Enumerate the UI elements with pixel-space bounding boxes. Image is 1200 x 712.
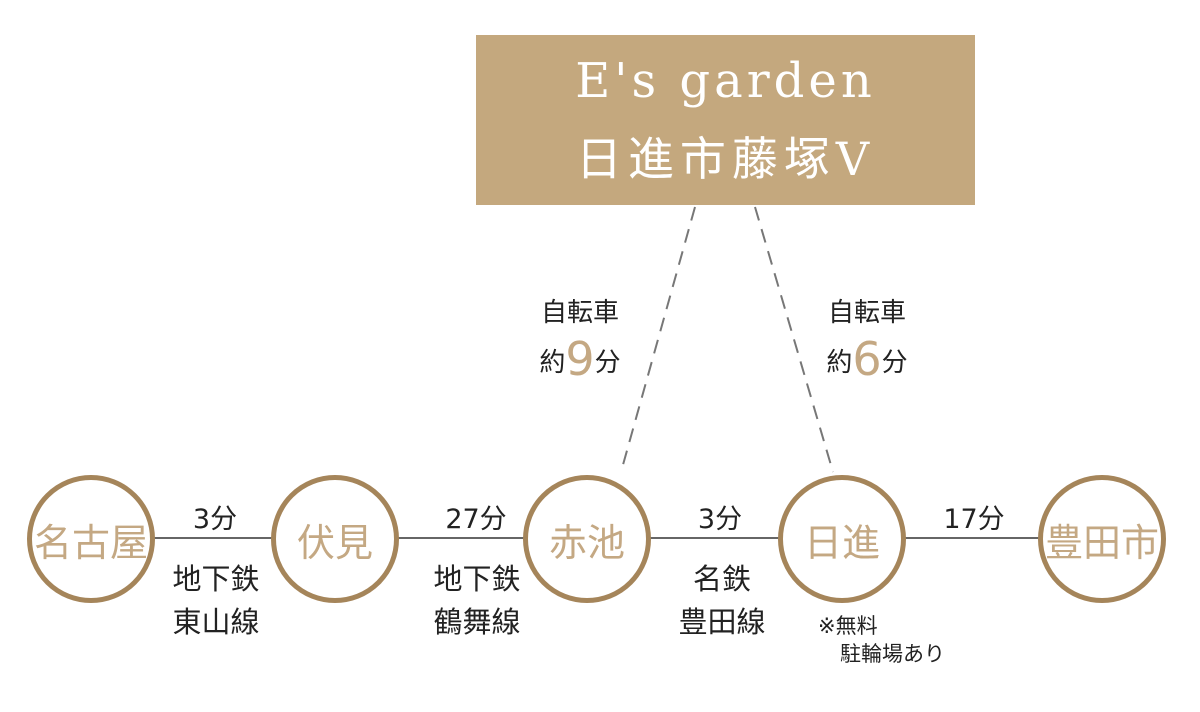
station-nisshin: 日進 — [778, 475, 906, 603]
title-japanese: 日進市藤塚V — [575, 132, 876, 186]
segment-time-1: 3分 — [192, 504, 238, 535]
title-english: E's garden — [575, 53, 876, 109]
segment-time-2: 27分 — [445, 504, 507, 535]
property-title-box: E's garden 日進市藤塚V — [476, 35, 975, 205]
note-line-1: ※無料 — [818, 614, 878, 638]
bike-mode-1: 自転車 — [540, 298, 619, 328]
line-3-row1: 名鉄 — [692, 562, 751, 596]
bike-mode-2: 自転車 — [827, 298, 906, 328]
line-3-row2: 豊田線 — [678, 605, 766, 639]
bike-route-nisshin — [754, 206, 834, 473]
line-1-row2: 東山線 — [172, 605, 260, 639]
bike-minutes-1: 9 — [565, 332, 595, 386]
segment-line-3: 名鉄 豊田線 — [652, 558, 792, 644]
segment-line-1: 地下鉄 東山線 — [146, 558, 286, 644]
bike-suffix-2: 分 — [881, 348, 908, 378]
line-1-row1: 地下鉄 — [172, 562, 260, 596]
bike-prefix-1: 約 — [539, 348, 566, 378]
station-akaike: 赤池 — [523, 475, 651, 603]
line-2-row2: 鶴舞線 — [433, 605, 521, 639]
parking-note: ※無料 駐輪場あり — [818, 612, 945, 668]
station-nagoya: 名古屋 — [27, 475, 155, 603]
segment-time-4: 17分 — [943, 504, 1005, 535]
station-fushimi: 伏見 — [271, 475, 399, 603]
bike-minutes-2: 6 — [852, 332, 882, 386]
bike-time-akaike: 自転車 約9分 — [520, 290, 640, 386]
bike-time-nisshin: 自転車 約6分 — [807, 290, 927, 386]
station-toyotashi: 豊田市 — [1038, 475, 1166, 603]
segment-line-2: 地下鉄 鶴舞線 — [407, 558, 547, 644]
bike-prefix-2: 約 — [826, 348, 853, 378]
segment-time-3: 3分 — [697, 504, 743, 535]
note-line-2: 駐輪場あり — [840, 642, 945, 666]
bike-suffix-1: 分 — [594, 348, 621, 378]
line-2-row1: 地下鉄 — [433, 562, 521, 596]
